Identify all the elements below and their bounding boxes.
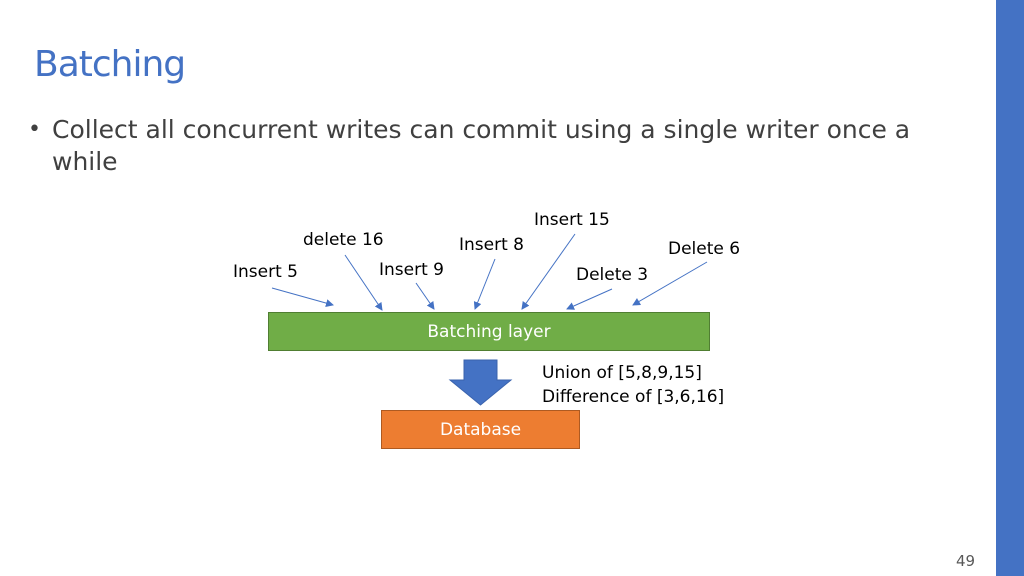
database-label: Database [439, 419, 522, 440]
accent-side-bar [996, 0, 1024, 576]
op-label-delete-16: delete 16 [303, 230, 384, 250]
batching-layer-box: Batching layer [268, 312, 710, 351]
arrow-delete-16 [344, 254, 383, 311]
down-arrow-icon [448, 359, 513, 406]
batch-summary: Union of [5,8,9,15] Difference of [3,6,1… [542, 361, 724, 409]
arrow-insert-15 [521, 233, 576, 310]
op-label-insert-5: Insert 5 [233, 262, 298, 282]
summary-union: Union of [5,8,9,15] [542, 363, 702, 383]
page-number: 49 [956, 552, 976, 570]
op-label-insert-15: Insert 15 [534, 210, 610, 230]
arrow-insert-5 [271, 287, 334, 307]
arrow-delete-3 [566, 288, 613, 310]
bullet-text: Collect all concurrent writes can commit… [52, 115, 911, 176]
arrow-delete-6 [632, 261, 708, 306]
bullet-point: • Collect all concurrent writes can comm… [28, 114, 968, 178]
bullet-dot-icon: • [28, 117, 41, 142]
slide-title: Batching [34, 44, 186, 85]
arrow-insert-8 [473, 258, 496, 310]
database-box: Database [381, 410, 580, 449]
batching-layer-label: Batching layer [427, 321, 551, 342]
op-label-delete-3: Delete 3 [576, 265, 649, 285]
op-label-delete-6: Delete 6 [668, 239, 741, 259]
op-label-insert-9: Insert 9 [379, 260, 444, 280]
summary-difference: Difference of [3,6,16] [542, 387, 725, 407]
arrow-insert-9 [415, 282, 435, 310]
op-label-insert-8: Insert 8 [459, 235, 524, 255]
